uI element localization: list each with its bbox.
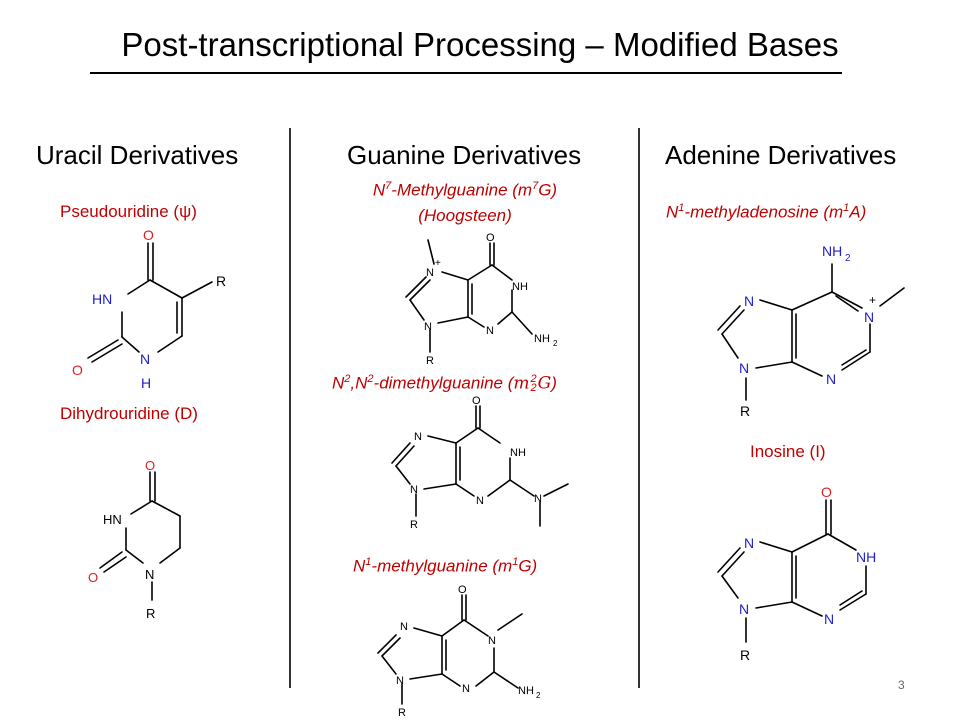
m22g-o: O [472, 395, 481, 407]
m1a-structure [717, 263, 905, 401]
dihydrouridine-structure [99, 471, 181, 601]
m1a-plus: + [869, 293, 876, 307]
m7g-o: O [486, 232, 495, 244]
m1a-label: N1-methyladenosine (m1A) [666, 202, 867, 222]
m1g-nh2-sub: 2 [536, 691, 541, 700]
m7g-label: N7-Methylguanine (m7G) (Hoogsteen) [372, 180, 558, 225]
ino-n3: N [824, 611, 834, 627]
dhu-o2: O [88, 570, 98, 585]
m1g-n7: N [400, 621, 408, 633]
m7g-n9: N [424, 321, 432, 333]
m1a-nh2-sub: 2 [845, 253, 851, 264]
dhu-n: N [145, 567, 154, 582]
m7g-label-hoogsteen: (Hoogsteen) [418, 205, 512, 225]
m1a-r: R [740, 403, 750, 419]
title-underline [90, 72, 842, 74]
m7g-structure [405, 239, 533, 353]
m22g-n7: N [414, 431, 422, 443]
ino-r: R [740, 647, 750, 663]
m7g-nh: NH [512, 281, 528, 293]
m7g-n3: N [486, 325, 494, 337]
psi-r: R [216, 273, 226, 289]
dihydrouridine-label: Dihydrouridine (D) [60, 404, 198, 423]
page-title: Post-transcriptional Processing – Modifi… [121, 26, 839, 63]
m22g-n3: N [476, 495, 484, 507]
ino-nh: NH [856, 549, 876, 565]
m1a-nh2: NH [822, 243, 842, 259]
dhu-r: R [146, 606, 155, 621]
psi-o1: O [143, 227, 154, 243]
column-divider-right [638, 128, 640, 688]
psi-h: H [141, 375, 151, 391]
adenine-heading: Adenine Derivatives [665, 140, 897, 170]
m1a-n1: N [864, 309, 874, 325]
inosine-structure [717, 499, 867, 643]
dhu-hn: HN [103, 512, 122, 527]
m1g-n9: N [396, 675, 404, 687]
m7g-nh2-sub: 2 [553, 339, 558, 348]
page-number: 3 [898, 678, 905, 692]
m22g-r: R [410, 519, 418, 531]
m1g-o: O [458, 584, 467, 596]
pseudouridine-label: Pseudouridine (ψ) [60, 202, 197, 221]
m1g-structure [377, 594, 523, 705]
m1g-r: R [398, 707, 406, 719]
m1g-n3: N [462, 683, 470, 695]
pseudouridine-structure [87, 242, 213, 363]
m1g-n1: N [488, 635, 496, 647]
psi-o2: O [72, 362, 83, 378]
m1a-n7: N [744, 293, 754, 309]
guanine-heading: Guanine Derivatives [347, 140, 582, 170]
psi-n: N [140, 351, 150, 367]
column-divider-left [289, 128, 291, 688]
m22g-n9: N [410, 484, 418, 496]
ino-n7: N [744, 535, 754, 551]
ino-n9: N [739, 601, 749, 617]
m1g-nh2: NH [518, 685, 534, 697]
m7g-n7: N [426, 267, 434, 279]
inosine-label: Inosine (I) [750, 442, 826, 461]
m22g-n2: N [534, 493, 542, 505]
m1a-n3: N [826, 371, 836, 387]
m7g-plus: + [435, 258, 441, 269]
ino-o: O [821, 484, 832, 500]
m1g-label: N1-methylguanine (m1G) [353, 556, 538, 576]
m22g-nh: NH [510, 447, 526, 459]
m1a-n9: N [739, 360, 749, 376]
dhu-o1: O [145, 458, 155, 473]
m22g-structure [391, 405, 569, 527]
psi-hn: HN [92, 291, 112, 307]
uracil-heading: Uracil Derivatives [36, 140, 239, 170]
m7g-nh2: NH [534, 333, 550, 345]
m7g-r: R [426, 355, 434, 367]
